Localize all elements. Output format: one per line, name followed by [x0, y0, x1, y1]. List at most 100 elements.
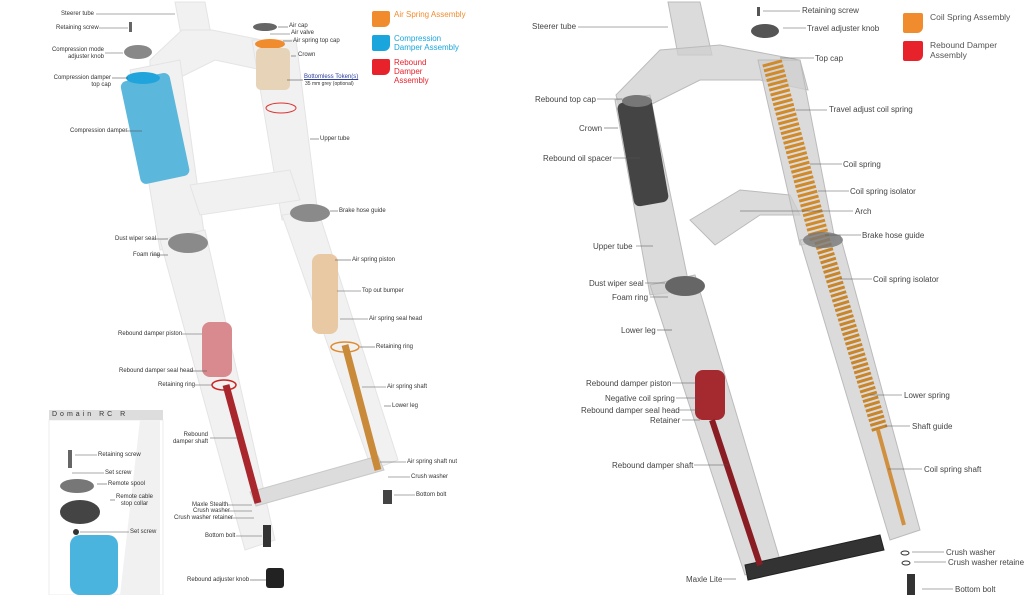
right-upper-tube-right	[757, 59, 836, 246]
label-top-out-bumper: Top out bumper	[362, 288, 404, 294]
rebound-damper-piston-part-right	[695, 370, 725, 420]
label-air-spring-piston: Air spring piston	[352, 257, 396, 263]
r-label-foam-ring: Foam ring	[612, 293, 649, 302]
label-dust-wiper-seal: Dust wiper seal	[115, 236, 157, 242]
label-crush-washer-left: Crush washer	[193, 508, 231, 514]
r-label-negative-coil-spring: Negative coil spring	[605, 394, 675, 403]
inset-remote-spool-part	[60, 479, 94, 493]
label-crown: Crown	[298, 52, 316, 58]
inset-title: Domain RC R	[49, 410, 163, 420]
inset-retaining-screw-part	[68, 450, 72, 468]
inset-compression-top-cap-part	[70, 535, 118, 595]
r-label-rebound-top-cap: Rebound top cap	[535, 95, 596, 104]
lower-coil-spring-part	[814, 237, 888, 433]
red-o-ring-part	[265, 102, 297, 114]
r-label-retainer: Retainer	[650, 416, 681, 425]
compression-damper-legend-swatch	[372, 35, 390, 51]
brake-hose-guide-part	[290, 204, 330, 222]
rebound-damper-shaft-part-right	[709, 419, 763, 566]
label-air-spring-shaft-nut: Air spring shaft nut	[407, 459, 458, 465]
r-label-rebound-damper-seal-head: Rebound damper seal head	[581, 406, 680, 415]
label-retaining-screw: Retaining screw	[56, 25, 99, 31]
label-crush-washer-retainer: Crush washer retainer	[174, 515, 234, 521]
air-spring-piston-part	[312, 254, 338, 334]
label-bottom-bolt-left: Bottom bolt	[205, 533, 236, 539]
coil-spring-legend-swatch	[903, 13, 923, 33]
right-arch	[689, 189, 801, 246]
r-label-upper-tube: Upper tube	[593, 242, 633, 251]
r-label-travel-adjuster-knob: Travel adjuster knob	[807, 24, 880, 33]
r-label-travel-adjust-coil-spring: Travel adjust coil spring	[829, 105, 913, 114]
rebound-damper-piston-part	[202, 322, 232, 377]
inset-remote-cable-stop-collar-part	[60, 500, 100, 524]
right-leader-lines	[578, 10, 953, 590]
air-spring-legend-swatch	[372, 11, 390, 27]
rebound-oil-spacer-part	[617, 98, 669, 207]
label-rebound-damper-seal-head: Rebound damper seal head	[119, 368, 194, 374]
left-arch	[189, 169, 301, 216]
bottomless-tokens-link[interactable]: Bottomless Token(s)	[304, 74, 359, 80]
rebound-damper-legend-swatch-right	[903, 41, 923, 61]
left-lower-leg-right	[281, 209, 399, 471]
r-label-crush-washer-retainer: Crush washer retainer	[948, 558, 1024, 567]
right-maxle-lite	[744, 534, 885, 581]
r-label-dust-wiper-seal: Dust wiper seal	[589, 279, 644, 288]
air-spring-shaft-part	[341, 344, 382, 471]
r-label-rebound-damper-shaft: Rebound damper shaft	[612, 461, 694, 470]
coil-spring-part	[762, 59, 830, 243]
label-air-valve: Air valve	[291, 30, 315, 36]
compression-damper-legend-label: Compression Damper Assembly	[394, 34, 459, 52]
r-label-coil-spring: Coil spring	[843, 160, 881, 169]
compression-damper-top-cap-part	[126, 72, 160, 84]
r-label-lower-spring: Lower spring	[904, 391, 950, 400]
left-leader-lines	[96, 13, 415, 581]
r-label-top-cap: Top cap	[815, 54, 844, 63]
r-label-rebound-oil-spacer: Rebound oil spacer	[543, 154, 612, 163]
left-maxle	[249, 455, 385, 507]
air-cap-part	[253, 23, 277, 31]
r-label-steerer-tube: Steerer tube	[532, 22, 577, 31]
r-label-retaining-screw: Retaining screw	[802, 6, 859, 15]
domain-rc-r-inset	[48, 419, 164, 595]
dust-wiper-seal-part	[168, 233, 208, 253]
r-label-coil-spring-isolator-upper: Coil spring isolator	[850, 187, 916, 196]
r-label-arch: Arch	[855, 207, 872, 216]
bottom-bolt-right-part	[383, 490, 392, 504]
rebound-damper-legend-label-right: Rebound Damper Assembly	[930, 40, 998, 60]
air-spring-top-cap-part	[255, 39, 285, 49]
compression-damper-part	[120, 73, 190, 184]
rebound-adjuster-knob-part	[266, 568, 284, 588]
air-spring-legend-label: Air Spring Assembly	[394, 10, 466, 19]
inset-label-retaining-screw: Retaining screw	[98, 452, 141, 458]
r-label-rebound-damper-piston: Rebound damper piston	[586, 379, 672, 388]
label-air-spring-seal-head: Air spring seal head	[369, 316, 423, 322]
label-rebound-adjuster-knob: Rebound adjuster knob	[187, 577, 250, 583]
bottom-bolt-part-right	[907, 574, 915, 595]
inset-label-set-screw-bottom: Set screw	[130, 529, 157, 535]
r-label-crown: Crown	[579, 124, 603, 133]
retaining-screw-part	[129, 22, 132, 32]
rebound-damper-shaft-part	[222, 384, 262, 504]
retaining-screw-part-right	[757, 7, 760, 16]
inset-label-set-screw-top: Set screw	[105, 470, 132, 476]
left-parts	[96, 13, 415, 588]
right-parts	[578, 7, 953, 595]
travel-adjuster-knob-part	[751, 24, 779, 38]
label-upper-tube: Upper tube	[320, 136, 350, 142]
label-air-spring-shaft: Air spring shaft	[387, 384, 428, 390]
brake-hose-guide-part-right	[803, 232, 843, 248]
label-maxle-stealth: Maxle Stealth	[192, 502, 229, 508]
label-bottomless-tokens-note: 35 mm grey (optional)	[305, 81, 354, 87]
r-label-crush-washer: Crush washer	[946, 548, 996, 557]
r-label-maxle-lite: Maxle Lite	[686, 575, 723, 584]
label-brake-hose-guide: Brake hose guide	[339, 208, 386, 214]
rebound-damper-legend-label: Rebound Damper Assembly	[394, 58, 429, 85]
dust-wiper-seal-part-right	[665, 276, 705, 296]
label-air-cap: Air cap	[289, 23, 308, 29]
label-bottom-bolt-right: Bottom bolt	[416, 492, 447, 498]
r-label-bottom-bolt: Bottom bolt	[955, 585, 996, 594]
